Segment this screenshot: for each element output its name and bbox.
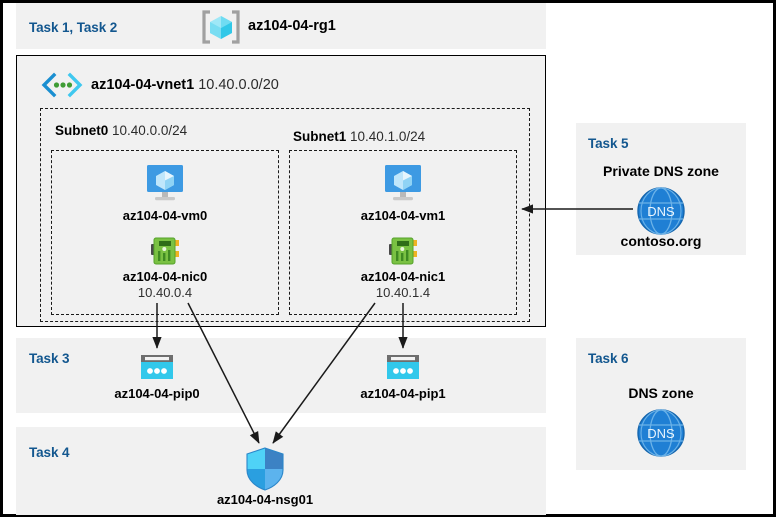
nsg-node: az104-04-nsg01 bbox=[185, 492, 345, 508]
task-label-5: Task 5 bbox=[588, 136, 629, 151]
resource-group-panel bbox=[16, 3, 546, 49]
vm0-name: az104-04-vm0 bbox=[122, 208, 208, 223]
subnet1-title: Subnet1 10.40.1.0/24 bbox=[293, 129, 425, 144]
nic1-node: az104-04-nic1 10.40.1.4 bbox=[323, 269, 483, 301]
vm0-icon bbox=[141, 163, 189, 203]
svg-text:DNS: DNS bbox=[647, 426, 675, 441]
private-dns-zone-name: contoso.org bbox=[620, 233, 702, 249]
pip1-icon bbox=[383, 352, 423, 384]
subnet0-title: Subnet0 10.40.0.0/24 bbox=[55, 123, 187, 138]
vm1-name: az104-04-vm1 bbox=[360, 208, 446, 223]
virtual-network-icon bbox=[39, 72, 85, 98]
dns-zone-title: DNS zone bbox=[628, 385, 694, 401]
svg-text:DNS: DNS bbox=[647, 204, 675, 219]
pip1-name: az104-04-pip1 bbox=[360, 386, 446, 401]
subnet1-cidr: 10.40.1.0/24 bbox=[350, 129, 426, 144]
pip0-icon bbox=[137, 352, 177, 384]
nic0-name: az104-04-nic0 bbox=[122, 269, 208, 284]
vm0-node: az104-04-vm0 bbox=[85, 208, 245, 224]
network-security-group-shield-icon bbox=[243, 446, 287, 492]
private-dns-zone-title: Private DNS zone bbox=[603, 163, 719, 179]
private-dns-globe-icon: DNS bbox=[636, 186, 686, 236]
vnet-cidr: 10.40.0.0/20 bbox=[198, 77, 279, 93]
subnet0-cidr: 10.40.0.0/24 bbox=[112, 123, 188, 138]
subnet0-label: Subnet0 bbox=[55, 123, 109, 138]
task-label-1-2: Task 1, Task 2 bbox=[29, 20, 118, 35]
task-label-4: Task 4 bbox=[29, 445, 70, 460]
task-label-3: Task 3 bbox=[29, 351, 70, 366]
vm1-node: az104-04-vm1 bbox=[323, 208, 483, 224]
pip1-node: az104-04-pip1 bbox=[323, 386, 483, 402]
nic1-ip: 10.40.1.4 bbox=[375, 285, 431, 300]
nic0-ip: 10.40.0.4 bbox=[137, 285, 193, 300]
vnet-title: az104-04-vnet1 10.40.0.0/20 bbox=[91, 77, 279, 93]
vm1-icon bbox=[379, 163, 427, 203]
nic1-name: az104-04-nic1 bbox=[360, 269, 446, 284]
dns-globe-icon: DNS bbox=[636, 408, 686, 458]
nic1-icon bbox=[385, 235, 421, 267]
vnet-name: az104-04-vnet1 bbox=[91, 77, 195, 93]
task-label-6: Task 6 bbox=[588, 351, 629, 366]
pip0-name: az104-04-pip0 bbox=[114, 386, 200, 401]
nsg-name: az104-04-nsg01 bbox=[216, 492, 314, 507]
resource-group-name: az104-04-rg1 bbox=[248, 18, 336, 34]
pip0-node: az104-04-pip0 bbox=[77, 386, 237, 402]
nic0-icon bbox=[147, 235, 183, 267]
resource-group-cube-icon bbox=[201, 9, 241, 45]
subnet0-box bbox=[51, 150, 279, 315]
vnet-box bbox=[16, 55, 546, 327]
subnet1-label: Subnet1 bbox=[293, 129, 347, 144]
nic0-node: az104-04-nic0 10.40.0.4 bbox=[85, 269, 245, 301]
